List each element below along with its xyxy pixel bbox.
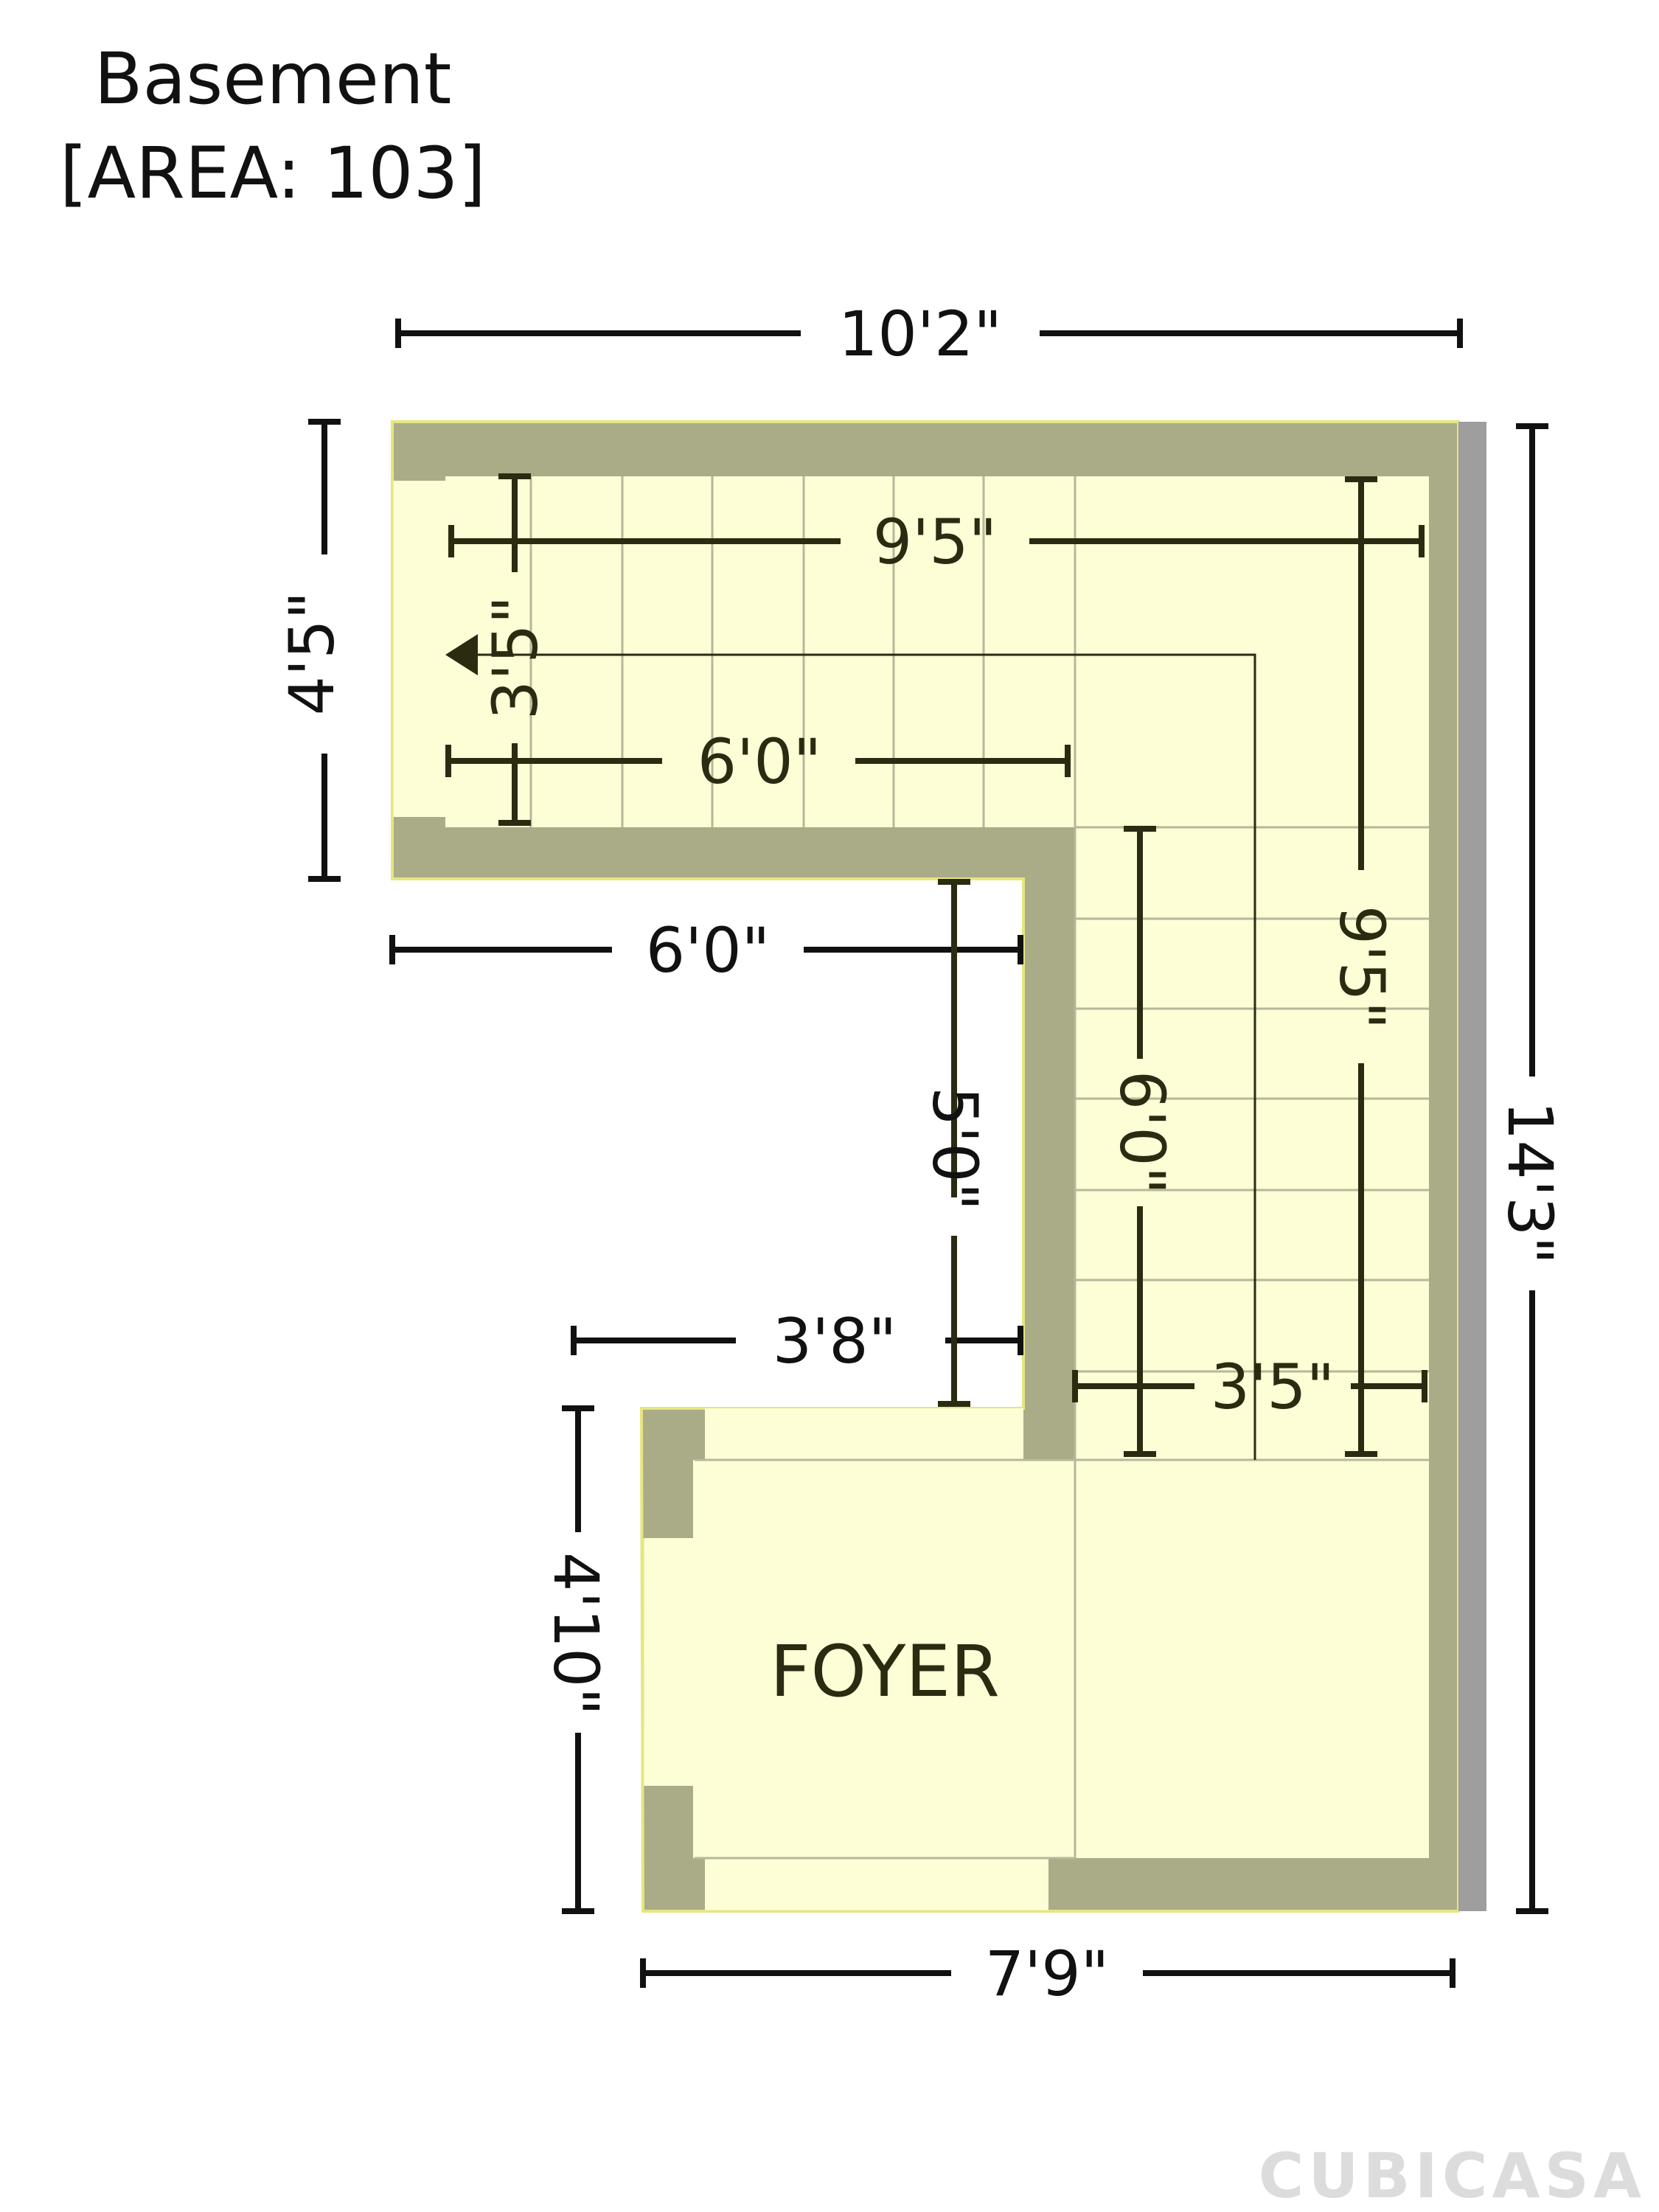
dim-stair-vertical: 6'0" [1106,1071,1178,1195]
stair-right-floor [1075,826,1429,1475]
area-label: [AREA: 103] [60,132,486,215]
dim-bottom-width: 7'9" [985,1938,1110,2010]
dim-right-height: 14'3" [1494,1101,1566,1265]
foyer-floor [693,1460,1429,1858]
dim-landing-width: 3'5" [1211,1351,1335,1423]
foyer-left-opening [643,1538,695,1786]
stair-top-floor [445,476,1429,827]
dim-notch-width: 6'0" [646,914,771,987]
dim-inner-top-width: 9'5" [873,506,998,578]
side-wall [1458,422,1486,1911]
opening-outline [391,481,1048,1913]
inner-dimensions [445,473,1427,1457]
dim-stair-small-height: 3'5" [479,596,552,720]
dim-foyer-height: 4'10" [540,1552,612,1716]
floor-title: Basement [94,38,452,120]
stair-walkline [472,653,1256,1460]
dim-top-width: 10'2" [838,298,1002,370]
dim-notch-height: 5'0" [919,1087,991,1211]
cubicasa-logo: CUBICASA [1259,2140,1646,2212]
foyer-bottom-opening [705,1858,1048,1911]
dim-inner-stair-width: 6'0" [698,726,822,798]
dim-right-inner-height: 9'5" [1326,905,1398,1030]
dim-left-height: 4'5" [276,591,348,716]
foyer-entry-floor [705,1408,1023,1461]
stair-arrow-icon [445,634,478,675]
stair-grid [529,476,1429,1860]
outer-dimensions [308,319,1548,1988]
room-label-foyer: FOYER [770,1630,1000,1713]
left-opening [392,481,445,817]
dim-foyer-offset: 3'8" [773,1305,897,1377]
